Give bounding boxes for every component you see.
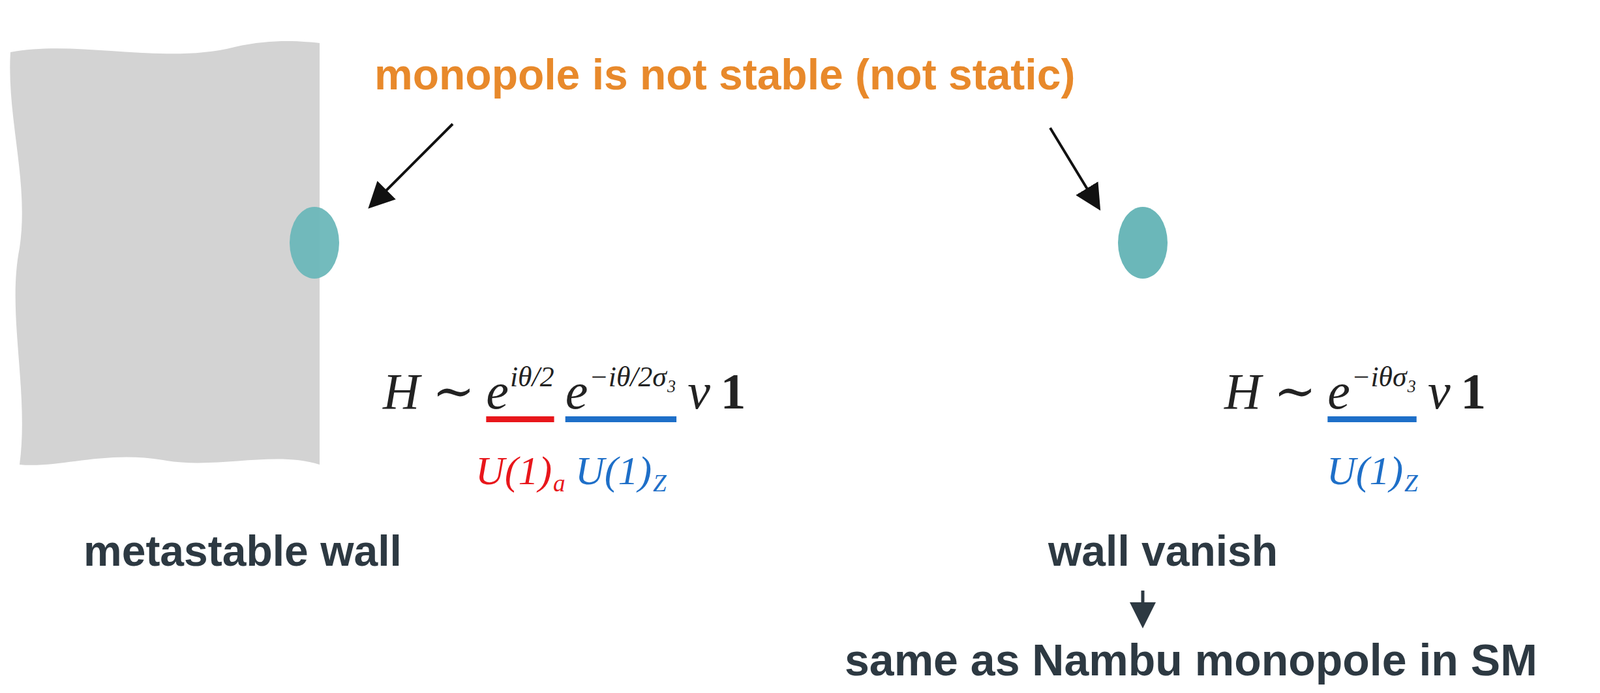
monopole	[289, 206, 340, 279]
formula: H ∼e−iθσ₃ v1	[1224, 362, 1486, 417]
formula-part: v	[687, 362, 711, 420]
monopole	[1117, 206, 1168, 279]
note-text: monopole is not stable (not static)	[374, 49, 1075, 100]
group-subscript: Z	[1404, 469, 1419, 497]
wall-sheet	[9, 41, 320, 466]
formula-part: H ∼	[382, 362, 475, 420]
formula-exponent: −iθσ₃	[1351, 360, 1417, 393]
group-label: U(1)Z	[1326, 450, 1419, 496]
formula-part: 1	[720, 362, 746, 420]
caption-text: wall vanish	[1048, 525, 1278, 576]
formula-part: H ∼	[1224, 362, 1317, 420]
group-name: U(1)	[475, 448, 552, 493]
formula-part: 1	[1460, 362, 1486, 420]
blue-wall-line	[309, 11, 320, 229]
formula-part: e	[485, 362, 509, 420]
group-label: U(1)Z	[575, 450, 667, 496]
formula-part: e	[1327, 362, 1351, 420]
formula-part: e	[565, 362, 589, 420]
group-name: U(1)	[1326, 448, 1404, 493]
group-subscript: a	[553, 469, 566, 497]
leader-arrow	[1050, 127, 1098, 207]
formula-exponent: −iθ/2σ₃	[588, 360, 677, 393]
group-subscript: Z	[652, 469, 667, 497]
grey-string-line	[1137, 285, 1148, 480]
caption-text: metastable wall	[83, 525, 402, 576]
orange-wall-line	[309, 286, 320, 480]
formula: H ∼eiθ/2e−iθ/2σ₃v1	[382, 362, 746, 417]
group-name: U(1)	[575, 448, 652, 493]
caption-text: same as Nambu monopole in SM	[844, 633, 1538, 685]
formula-exponent: iθ/2	[510, 360, 555, 393]
formula-part: v	[1427, 362, 1451, 420]
leader-arrow	[371, 123, 453, 205]
group-label: U(1)a	[475, 450, 566, 496]
down-arrow	[1141, 590, 1145, 622]
